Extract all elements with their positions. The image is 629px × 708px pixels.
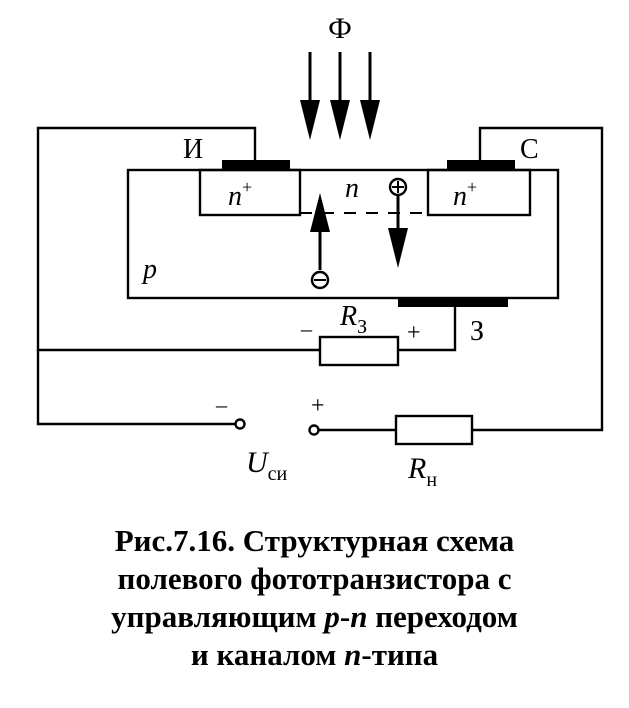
flux-label: Ф: [328, 12, 352, 45]
gate-resistor-label: RЗ: [339, 301, 367, 338]
caption-line-1: Рис.7.16. Структурная схема: [114, 523, 515, 558]
caption-line-4: и каналом n-типа: [190, 637, 439, 672]
p-substrate: [126, 168, 560, 300]
phototransistor-diagram: Ф p n+ n+ n И С З: [36, 12, 604, 491]
supply-minus-label: –: [215, 392, 228, 417]
source-electrode: [222, 160, 290, 169]
gate-resistor-minus: –: [300, 316, 313, 341]
load-resistor: [394, 414, 474, 446]
supply-plus-terminal: [308, 424, 320, 436]
supply-minus-terminal: [234, 418, 246, 430]
n-plus-source-label: n+: [228, 177, 252, 212]
carrier-plus-arrow: [388, 177, 408, 268]
source-terminal-label: И: [183, 134, 203, 165]
gate-terminal-label: З: [470, 316, 484, 347]
load-resistor-label: Rн: [407, 452, 437, 491]
caption-line-3: управляющим p-n переходом: [111, 599, 518, 634]
carrier-minus-arrow: [310, 193, 330, 290]
drain-terminal-label: С: [520, 134, 539, 165]
caption-line-2: полевого фототранзистора с: [117, 561, 512, 596]
light-arrows: [300, 52, 380, 140]
supply-plus-label: +: [311, 393, 325, 419]
voltage-label: Uси: [246, 446, 288, 485]
n-plus-drain-region: [426, 168, 532, 217]
gate-electrode: [398, 298, 508, 307]
n-plus-drain-label: n+: [453, 177, 477, 212]
figure-caption: Рис.7.16. Структурная схема полевого фот…: [0, 522, 629, 674]
circuit-wires: [36, 126, 604, 432]
drain-electrode: [447, 160, 515, 169]
gate-resistor-plus: +: [407, 320, 421, 346]
channel-label: n: [345, 173, 359, 204]
gate-resistor: [318, 335, 400, 367]
substrate-label: p: [141, 254, 157, 285]
n-plus-source-region: [198, 168, 302, 217]
